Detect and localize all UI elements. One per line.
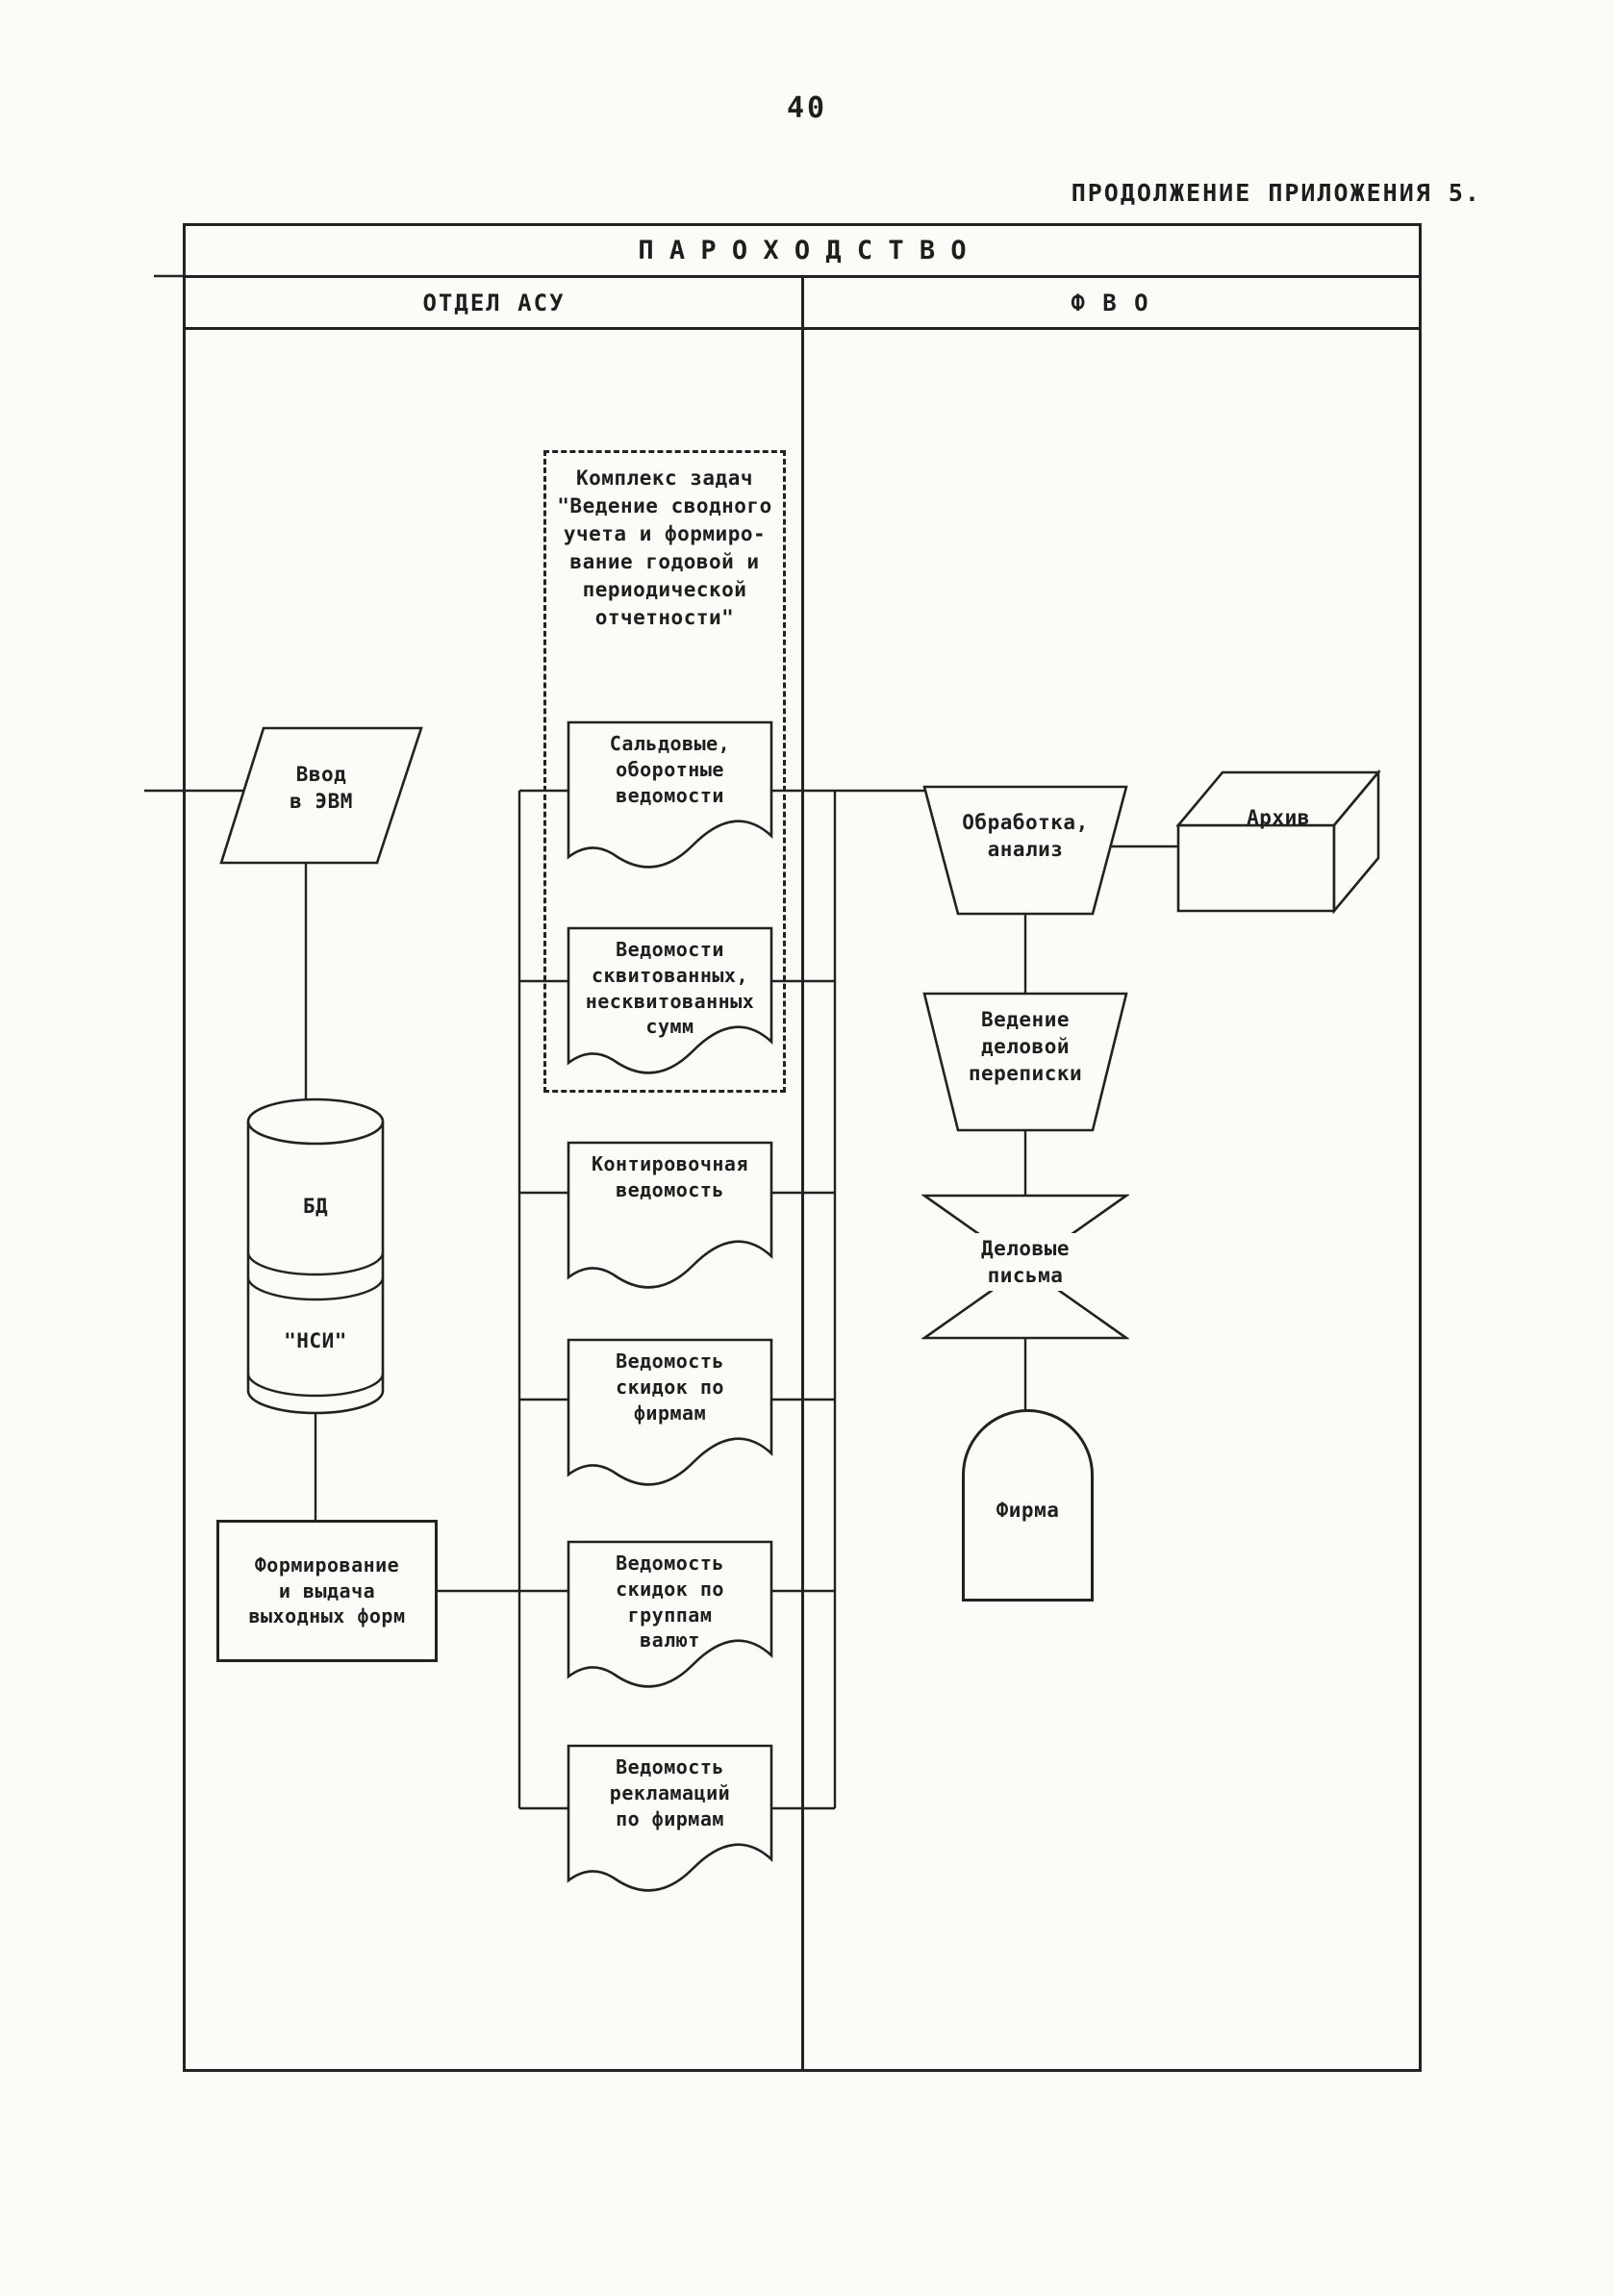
document-discounts-by-firms: Ведомость скидок по фирмам — [566, 1337, 774, 1496]
firm-label: Фирма — [996, 1499, 1060, 1522]
diagram-title: П А Р О Х О Д С Т В О — [186, 226, 1419, 278]
input-to-computer-label: Ввод в ЭВМ — [290, 763, 353, 814]
correspondence-label: Ведение деловой переписки — [968, 1008, 1083, 1086]
cylinder-outline — [246, 1098, 385, 1415]
task-complex-label: Комплекс задач "Ведение сводного учета и… — [557, 467, 772, 629]
document-saldo-statements: Сальдовые, оборотные ведомости — [566, 719, 774, 878]
document-label: Контировочная ведомость — [591, 1152, 749, 1201]
document-label: Ведомость скидок по группам валют — [616, 1552, 724, 1653]
page-number: 40 — [786, 91, 828, 125]
firm-terminator: Фирма — [962, 1409, 1094, 1602]
processing-analysis-trapezoid: Обработка, анализ — [921, 784, 1129, 917]
archive-label: Архив — [1247, 806, 1310, 829]
document-label: Ведомости сквитованных, несквитованных с… — [585, 938, 755, 1039]
document-claims-by-firms: Ведомость рекламаций по фирмам — [566, 1743, 774, 1902]
appendix-continuation-header: ПРОДОЛЖЕНИЕ ПРИЛОЖЕНИЯ 5. — [1071, 179, 1481, 207]
processing-analysis-label: Обработка, анализ — [962, 811, 1089, 862]
database-label-bottom: "НСИ" — [284, 1329, 347, 1352]
output-forms-label: Формирование и выдача выходных форм — [248, 1552, 406, 1628]
document-label: Ведомость рекламаций по фирмам — [609, 1755, 731, 1830]
correspondence-trapezoid: Ведение деловой переписки — [921, 991, 1129, 1133]
database-nsi-cylinder: БД "НСИ" — [245, 1097, 386, 1416]
document-discounts-by-currency: Ведомость скидок по группам валют — [566, 1539, 774, 1698]
database-label-top: БД — [302, 1195, 329, 1218]
column-header-asu: ОТДЕЛ АСУ — [422, 289, 566, 316]
business-letters-hourglass: Деловые письма — [921, 1193, 1129, 1341]
document-matched-sums: Ведомости сквитованных, несквитованных с… — [566, 925, 774, 1084]
document-label: Ведомость скидок по фирмам — [616, 1350, 724, 1425]
document-posting-statement: Контировочная ведомость — [566, 1140, 774, 1299]
document-label: Сальдовые, оборотные ведомости — [609, 732, 731, 807]
column-divider-line — [801, 278, 804, 2069]
business-letters-label: Деловые письма — [950, 1233, 1100, 1292]
archive-3d-outline — [1175, 770, 1381, 914]
input-to-computer-parallelogram: Ввод в ЭВМ — [219, 726, 423, 865]
archive-box: Архив — [1175, 770, 1381, 914]
output-forms-process-box: Формирование и выдача выходных форм — [216, 1520, 438, 1662]
column-header-fvo: Ф В О — [1071, 289, 1150, 316]
